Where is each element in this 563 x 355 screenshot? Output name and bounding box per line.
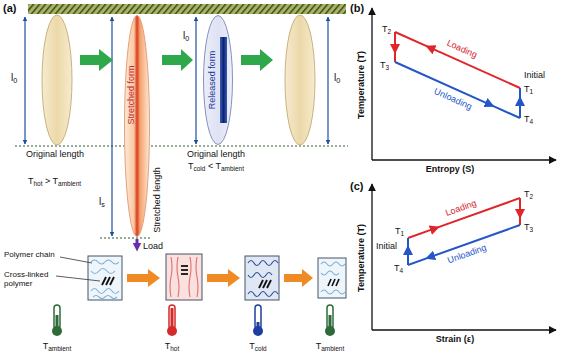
thermometer-icon [167, 305, 177, 336]
polymer-box [88, 256, 122, 300]
thermometer-label: Thot [165, 341, 180, 351]
state-label: T1 [524, 84, 533, 94]
state-label: T3 [524, 222, 533, 232]
cross-link-marks [328, 279, 339, 286]
shape-label: Stretched form [126, 65, 136, 124]
y-axis [371, 184, 372, 330]
state-label: T2 [382, 24, 391, 34]
thermometer-label: Tcold [249, 341, 266, 351]
released-ellipse: Released form [203, 15, 233, 145]
state-label: T2 [524, 189, 533, 199]
polymer-box [245, 256, 279, 300]
leader-line [60, 257, 92, 263]
polymer-chains [248, 261, 278, 297]
temperature-relation: Thot > Tambient [28, 176, 81, 186]
t-strain-cycle [408, 198, 520, 265]
length-label: Stretched length [152, 167, 162, 233]
cross-link-marks [181, 266, 188, 274]
thermometer-label: Tambient [43, 341, 72, 351]
state-note: Initial [376, 241, 397, 251]
leader-line [56, 276, 100, 281]
polymer-box [166, 254, 202, 300]
dimension-label: l0 [334, 72, 340, 84]
ellipse-body [204, 16, 233, 145]
temperature-relation: Tcold < Tambient [188, 161, 244, 171]
length-arrow [195, 17, 196, 144]
ts-cycle [395, 32, 520, 118]
baseline-dotted [15, 146, 348, 147]
axis-title: Strain (ε) [436, 334, 474, 344]
length-label: Original length [26, 149, 84, 159]
thermometer-icon [52, 305, 62, 336]
curve-label: Unloading [432, 86, 473, 112]
state-label: T1 [395, 226, 404, 236]
process-arrow [127, 269, 160, 287]
ellipse-outline [124, 15, 150, 237]
dimension-label: l0 [183, 30, 189, 42]
axis-title: Entropy (S) [426, 164, 475, 174]
original-ellipse [42, 15, 72, 145]
shape-label: Released form [207, 51, 217, 110]
process-arrow [207, 269, 240, 287]
length-label: Original length [187, 149, 245, 159]
length-arrow [111, 17, 112, 236]
original-ellipse [285, 15, 315, 145]
dimension-label: ls [99, 196, 105, 208]
process-arrow [241, 49, 273, 71]
fixed-support [28, 4, 346, 14]
state-label: T4 [524, 114, 533, 124]
ellipse-body [125, 16, 150, 237]
panel-letter: (c) [350, 180, 363, 193]
length-arrow [327, 17, 328, 144]
length-arrow [24, 17, 25, 144]
cold-band [220, 37, 227, 123]
x-axis [372, 329, 556, 330]
curve-label: Unloading [446, 242, 488, 265]
polymer-chains [170, 257, 198, 297]
cross-link-marks [102, 277, 114, 285]
panel-letter: (b) [350, 2, 364, 15]
thermometer-icon [253, 305, 263, 336]
callout-label: Cross-linked polymer [4, 270, 58, 288]
callout-label: Polymer chain [4, 250, 55, 259]
cross-link-marks [259, 280, 271, 288]
state-label: T4 [394, 263, 403, 273]
y-axis [371, 8, 372, 160]
load-arrow [136, 239, 139, 247]
process-arrow [80, 49, 113, 71]
axis-title: Temperature (T) [356, 51, 366, 119]
stretched-ellipse: Stretched form [124, 15, 150, 237]
stretched-baseline [100, 238, 150, 239]
state-note: Initial [524, 70, 545, 80]
state-label: T3 [380, 60, 389, 70]
thermometer-icon [325, 305, 335, 336]
load-label: Load [143, 241, 163, 251]
dimension-label: l0 [11, 72, 17, 84]
x-axis [372, 159, 556, 160]
polymer-box [318, 258, 346, 298]
process-arrow [284, 269, 313, 287]
polymer-chains [321, 262, 345, 294]
thermometer-label: Tambient [316, 341, 345, 351]
process-arrow [162, 49, 193, 71]
axis-title: Temperature (T) [356, 224, 366, 292]
polymer-chains [91, 260, 119, 299]
panel-letter: (a) [3, 2, 16, 15]
